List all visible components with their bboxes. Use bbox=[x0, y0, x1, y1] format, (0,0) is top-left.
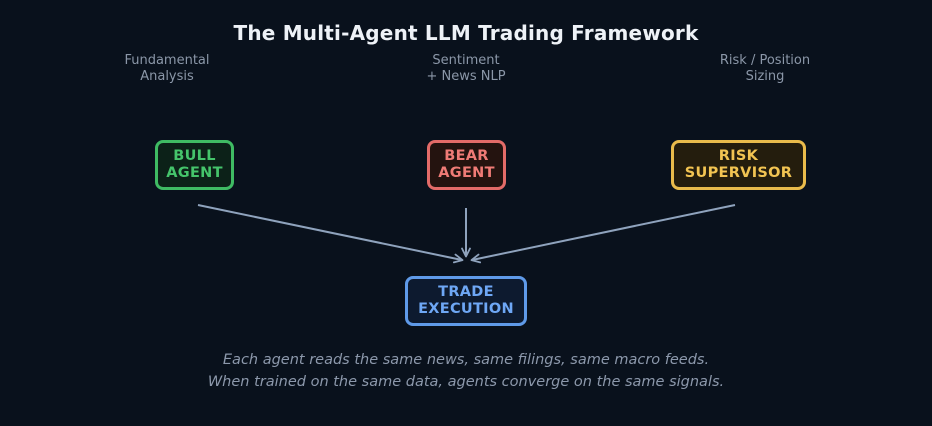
caption-sentiment-line-2: + News NLP bbox=[426, 69, 506, 84]
bull-agent-node: BULL AGENT bbox=[155, 140, 234, 190]
trade-execution-node: TRADE EXECUTION bbox=[405, 276, 527, 326]
risk-supervisor-label-line-1: RISK bbox=[718, 148, 759, 164]
arrow-risk-to-execution bbox=[470, 204, 736, 264]
risk-supervisor-label-line-2: SUPERVISOR bbox=[684, 165, 793, 181]
bull-agent-label-line-1: BULL bbox=[173, 148, 216, 164]
caption-fundamental-analysis: Fundamental Analysis bbox=[67, 53, 267, 85]
caption-risk-position-sizing: Risk / Position Sizing bbox=[665, 53, 865, 85]
arrow-bull-to-execution bbox=[197, 204, 464, 264]
diagram-title: The Multi-Agent LLM Trading Framework bbox=[233, 21, 699, 45]
caption-sentiment-news: Sentiment + News NLP bbox=[366, 53, 566, 85]
trade-execution-label-line-1: TRADE bbox=[438, 284, 494, 300]
caption-risk-line-2: Sizing bbox=[745, 69, 785, 84]
trade-execution-label-line-2: EXECUTION bbox=[418, 301, 514, 317]
footer-note-line-2: When trained on the same data, agents co… bbox=[207, 374, 725, 390]
bull-agent-label-line-2: AGENT bbox=[166, 165, 223, 181]
bear-agent-label-line-1: BEAR bbox=[444, 148, 489, 164]
bear-agent-node: BEAR AGENT bbox=[427, 140, 506, 190]
caption-sentiment-line-1: Sentiment bbox=[432, 53, 500, 68]
caption-risk-line-1: Risk / Position bbox=[719, 53, 811, 68]
footer-note-line-1: Each agent reads the same news, same fil… bbox=[222, 352, 710, 368]
bear-agent-label-line-2: AGENT bbox=[438, 165, 495, 181]
caption-fundamental-line-2: Analysis bbox=[140, 69, 194, 84]
risk-supervisor-node: RISK SUPERVISOR bbox=[671, 140, 806, 190]
caption-fundamental-line-1: Fundamental bbox=[124, 53, 210, 68]
